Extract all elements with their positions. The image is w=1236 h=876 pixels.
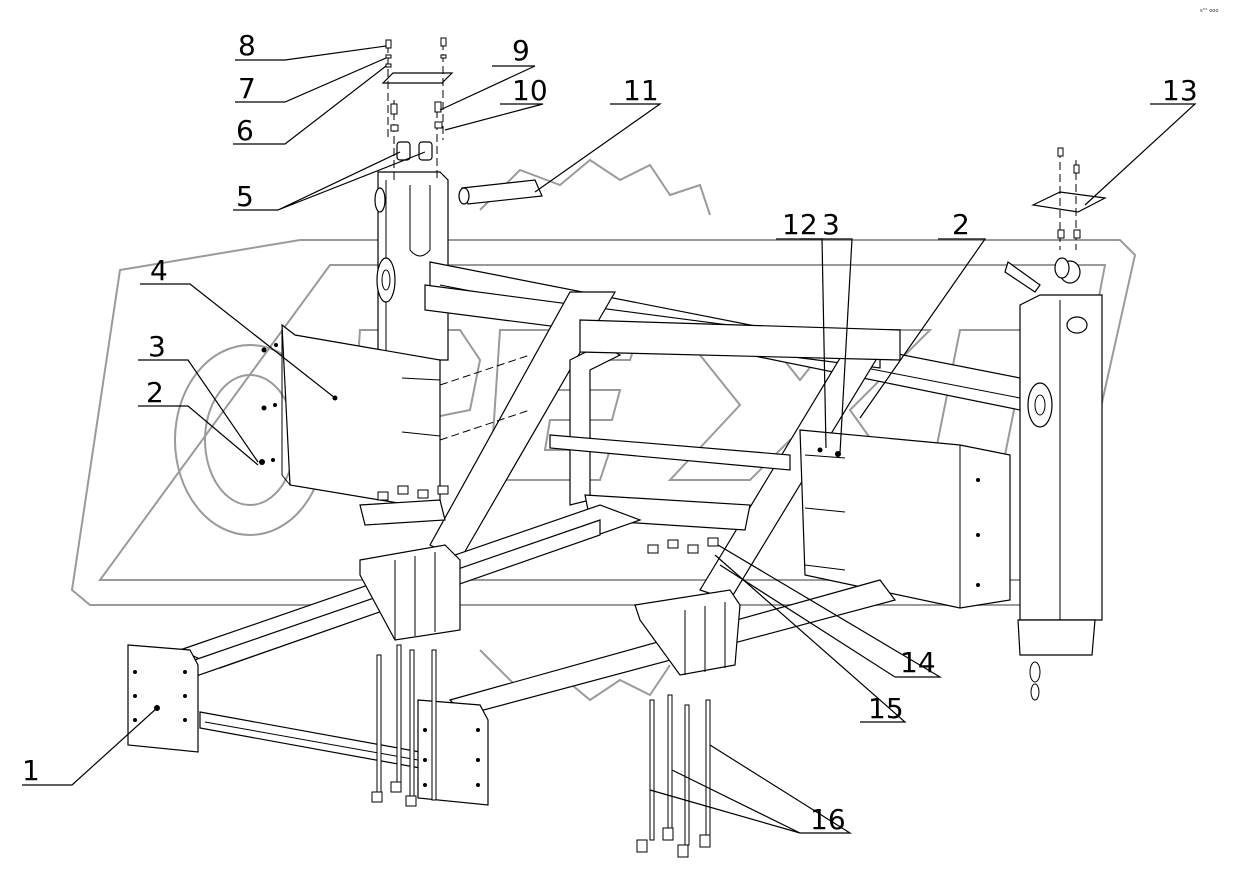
left-top-cap-parts xyxy=(381,37,454,180)
middle-frame xyxy=(549,319,901,531)
left-side-plate-4 xyxy=(259,323,531,511)
callout-10: 10 xyxy=(512,74,548,107)
callout-14: 14 xyxy=(900,646,936,679)
callout-6: 6 xyxy=(236,114,254,147)
right-side-plate xyxy=(799,429,1011,609)
front-longitudinal-beams xyxy=(178,504,897,769)
callout-12: 12 xyxy=(782,208,818,241)
callout-3-right: 3 xyxy=(822,208,840,241)
right-mounting-bracket xyxy=(634,589,741,676)
nuts-washers-14 xyxy=(377,485,719,554)
callout-7: 7 xyxy=(238,72,256,105)
watermark-logo xyxy=(70,158,1137,702)
leader-lines xyxy=(22,45,1197,834)
front-flange-plate-1 xyxy=(127,644,199,753)
callout-1: 1 xyxy=(22,754,40,787)
callout-8: 8 xyxy=(238,29,256,62)
callout-9: 9 xyxy=(512,34,530,67)
callout-13: 13 xyxy=(1162,74,1198,107)
callout-15: 15 xyxy=(868,692,904,725)
right-upright-column xyxy=(1004,257,1103,701)
callout-16: 16 xyxy=(810,803,846,836)
right-top-cap-13 xyxy=(1031,147,1107,250)
callout-labels: 8 7 6 5 9 10 11 13 4 3 2 12 3 2 14 15 16… xyxy=(22,8,1218,836)
callout-2-left: 2 xyxy=(146,376,164,409)
long-bolts-16 xyxy=(371,644,711,858)
callout-4: 4 xyxy=(150,254,168,287)
left-mounting-bracket xyxy=(359,499,461,641)
callout-5: 5 xyxy=(236,180,254,213)
callout-11: 11 xyxy=(623,74,659,107)
callout-2-right: 2 xyxy=(952,208,970,241)
callout-3-left: 3 xyxy=(148,330,166,363)
front-flange-plate-2 xyxy=(417,699,489,806)
corner-mark: s°° ooo xyxy=(1200,8,1218,14)
pin-part-11 xyxy=(458,179,543,205)
